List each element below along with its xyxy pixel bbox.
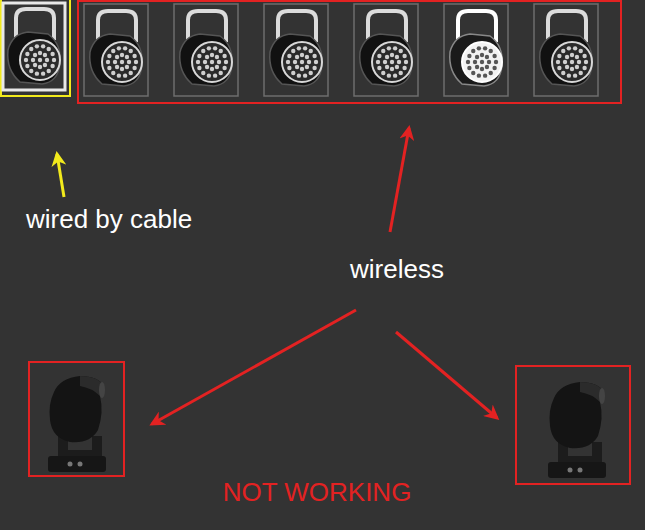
status-note: NOT WORKING (223, 478, 412, 508)
callout-label: wired by cable (26, 205, 192, 235)
callout-label: wireless (350, 255, 444, 285)
